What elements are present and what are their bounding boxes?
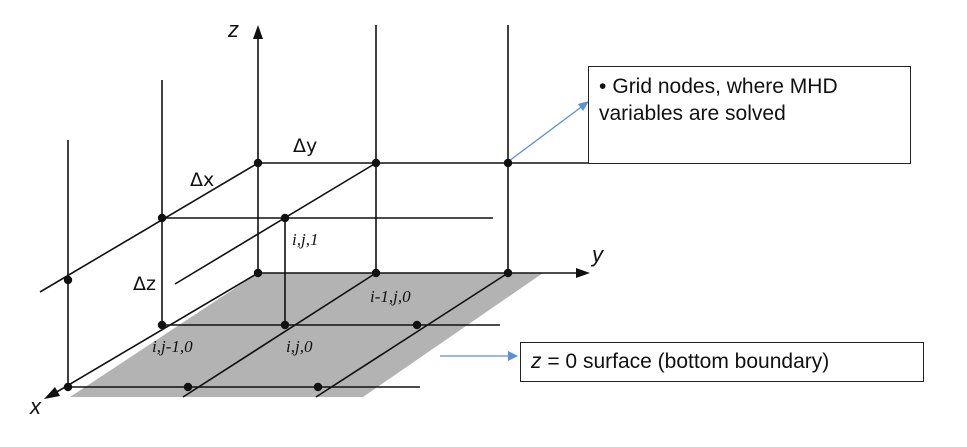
grid-node [157,320,167,330]
bottom-surface [70,273,543,397]
grid-node [157,213,167,223]
node-label-i-j-minus1-0: i,j-1,0 [152,337,193,356]
callout-bullet: • [599,75,607,98]
node-label-i-j-0: i,j,0 [286,337,313,356]
grid-nodes-callout: •Grid nodes, where MHD variables are sol… [588,66,911,164]
grid-node [253,158,263,168]
grid-node [63,382,73,392]
grid-nodes-callout-text: Grid nodes, where MHD variables are solv… [599,75,838,125]
grid-node [280,320,290,330]
node-label-i-j-1: i,j,1 [292,230,318,249]
pointer-arrowhead [508,351,518,361]
x-axis-label: x [29,394,42,419]
grid-node [253,268,263,278]
grid-node [503,158,513,168]
dx-label: Δx [190,169,214,191]
grid-node [412,320,422,330]
grid-line [315,272,509,398]
y-axis-label: y [590,242,605,267]
grid-node [183,382,193,392]
grid-line [39,162,259,293]
grid-line [182,272,377,398]
grid-line [174,162,377,285]
node-label-i-minus1-j-0: i-1,j,0 [370,287,411,306]
y-arrowhead [576,268,590,278]
pointer-line [508,104,585,162]
grid-node [371,268,381,278]
z-arrowhead [253,25,263,39]
grid-node [313,382,323,392]
x-arrowhead [44,387,60,399]
grid-node [503,268,513,278]
surface-callout-text: = 0 surface (bottom boundary) [541,350,830,373]
dy-label: Δy [293,135,317,157]
grid-node [280,213,290,223]
grid-node [371,158,381,168]
pointer-arrowhead [578,101,589,111]
grid-line [54,272,259,394]
surface-callout-variable: z [531,350,542,373]
z-axis-label: z [227,17,239,42]
surface-callout: z = 0 surface (bottom boundary) [520,342,924,382]
dz-label: Δz [133,273,156,295]
grid-node [63,275,73,285]
